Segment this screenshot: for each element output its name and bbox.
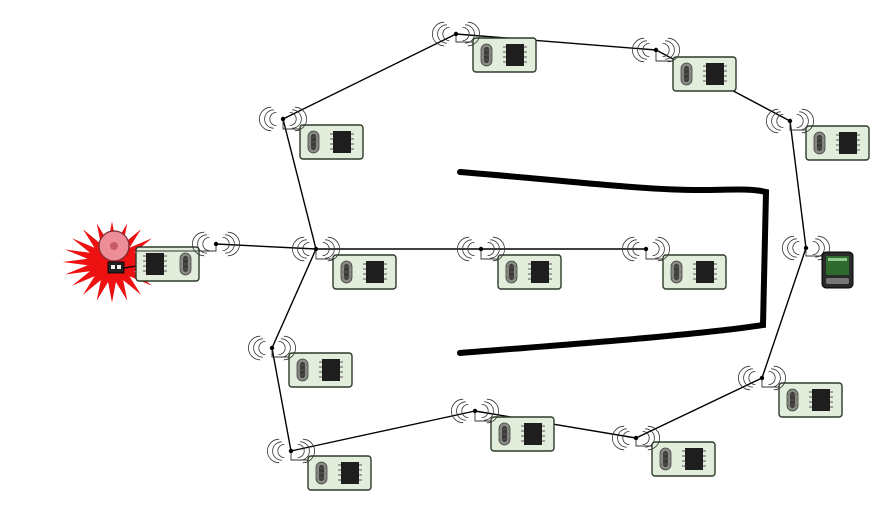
antenna-icon (451, 398, 499, 424)
network-link (789, 120, 807, 249)
network-link (271, 248, 317, 349)
wall-u-shape (457, 169, 770, 356)
network-link (761, 247, 807, 379)
mote-mid-2 (622, 236, 727, 290)
antenna-icon (267, 438, 315, 464)
mote-right-lower (738, 365, 843, 418)
network-link (290, 410, 476, 452)
network-link (271, 347, 292, 452)
sensor-motes (135, 21, 870, 491)
alarm-bell-icon (62, 221, 162, 303)
pda-handheld-icon (782, 235, 854, 289)
antenna-icon (248, 335, 296, 361)
network-link (215, 243, 317, 250)
walls (457, 169, 770, 356)
mote-top-3 (766, 108, 870, 161)
network-link (455, 33, 657, 51)
antenna-icon (612, 425, 660, 451)
mote-hub (292, 236, 397, 290)
antenna-icon (738, 365, 786, 391)
antenna-icon (457, 236, 505, 262)
network-link (635, 377, 763, 439)
network-link (474, 410, 637, 439)
mote-source (135, 231, 240, 282)
mote-left-lower (248, 335, 353, 388)
mote-left-upper (259, 106, 364, 160)
network-link (282, 118, 317, 250)
mote-bottom-1 (267, 438, 372, 491)
antenna-icon (432, 21, 480, 47)
antenna-icon (622, 236, 670, 262)
antenna-icon (632, 37, 680, 63)
mote-bottom-2 (451, 398, 555, 452)
antenna-icon (192, 231, 240, 257)
mote-top-2 (632, 37, 737, 92)
mote-bottom-3 (612, 425, 716, 477)
antenna-icon (292, 236, 340, 262)
antenna-icon (259, 106, 307, 132)
mote-mid-1 (457, 236, 562, 290)
network-link (282, 33, 457, 120)
antenna-icon (766, 108, 814, 134)
mote-top-1 (432, 21, 537, 73)
